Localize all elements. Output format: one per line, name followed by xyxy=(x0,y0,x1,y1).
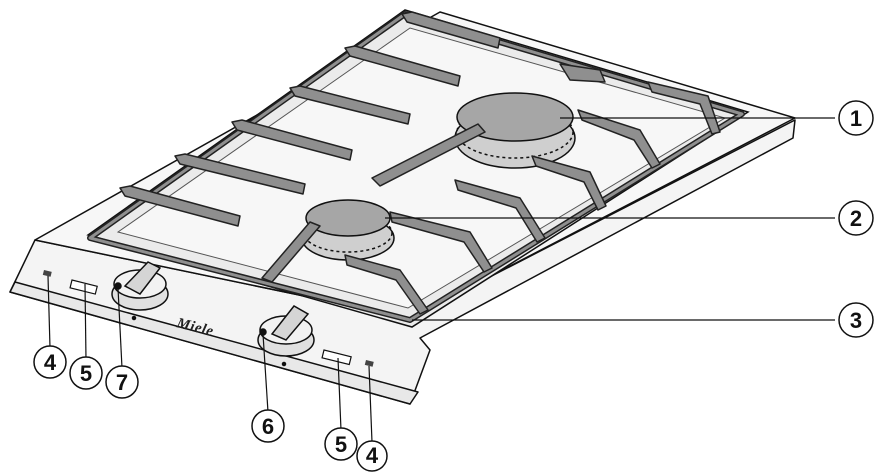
leader-6 xyxy=(262,333,269,413)
grate-finger-right-3 xyxy=(577,109,661,169)
callout-label-1: 1 xyxy=(850,106,862,131)
hob-front-edge xyxy=(9,281,419,405)
grate-finger-right-6 xyxy=(389,211,493,273)
callout-label-6: 6 xyxy=(262,414,274,439)
callout-circle-1 xyxy=(838,100,874,136)
callout-labels: 1 2 3 4 5 7 6 5 4 xyxy=(44,106,862,468)
grate-finger-right-5 xyxy=(454,179,546,243)
leader-4-right xyxy=(368,365,373,443)
callout-circles xyxy=(33,100,874,472)
pan-support-grate xyxy=(87,11,745,323)
leader-5-right xyxy=(337,357,342,431)
callout-circle-4-right xyxy=(356,440,388,472)
grate-finger-right-8 xyxy=(261,221,321,283)
callout-label-2: 2 xyxy=(850,206,862,231)
callout-label-5-right: 5 xyxy=(335,432,347,457)
grate-finger-left-3 xyxy=(231,119,353,161)
knob-right-grip xyxy=(270,305,310,341)
callout-leaders xyxy=(47,117,835,443)
callout-circle-7 xyxy=(105,365,139,399)
callout-circle-3 xyxy=(838,302,874,338)
indicator-window-right xyxy=(321,349,352,366)
indicator-light-left xyxy=(42,270,52,277)
leader-7 xyxy=(117,287,123,369)
control-knob-left[interactable] xyxy=(111,261,169,321)
grate-finger-right-1 xyxy=(559,63,606,83)
grate-finger-left-2 xyxy=(174,153,306,195)
small-burner xyxy=(301,199,395,261)
knob-left-mark xyxy=(131,315,137,321)
knob-right-mark xyxy=(281,361,287,367)
callout-label-3: 3 xyxy=(850,308,862,333)
grate-finger-left-4 xyxy=(289,85,411,125)
leader-4-left xyxy=(47,275,51,349)
grate-finger-left-6 xyxy=(401,11,501,49)
grate-center-bar xyxy=(371,123,486,187)
grate-finger-right-4 xyxy=(531,155,607,211)
callout-circle-5-right xyxy=(324,427,358,461)
grate-finger-left-1 xyxy=(119,185,241,227)
grate-finger-right-2 xyxy=(647,81,721,135)
leader-5-left xyxy=(84,283,87,361)
callout-circle-2 xyxy=(838,200,874,236)
callout-label-4-left: 4 xyxy=(44,350,57,375)
knob-left-grip xyxy=(123,261,162,295)
callout-label-7: 7 xyxy=(116,370,128,395)
grate-finger-right-7 xyxy=(344,254,429,315)
control-knob-right[interactable] xyxy=(257,305,315,367)
indicator-light-right xyxy=(364,360,374,367)
indicator-window-left xyxy=(69,279,98,295)
callout-label-4-right: 4 xyxy=(366,443,379,468)
grate-finger-left-5 xyxy=(344,45,461,87)
callout-circle-5-left xyxy=(69,356,103,390)
callout-circle-6 xyxy=(251,409,285,443)
small-burner-cap xyxy=(305,199,391,237)
callout-circle-4-left xyxy=(33,345,67,379)
callout-label-5-left: 5 xyxy=(80,361,92,386)
large-burner-cap xyxy=(456,92,574,142)
